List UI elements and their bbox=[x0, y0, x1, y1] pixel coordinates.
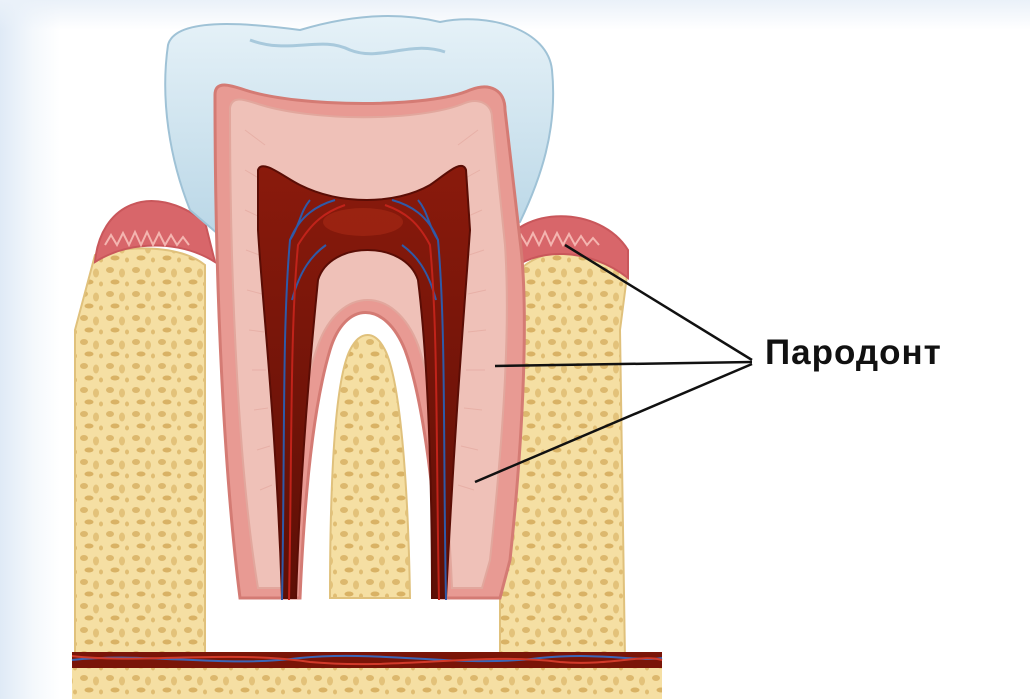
inter-root-bone bbox=[330, 335, 410, 598]
periodontium-label: Пародонт bbox=[765, 333, 942, 373]
vascular-band bbox=[72, 652, 662, 668]
pulp-chamber-highlight bbox=[323, 208, 403, 236]
